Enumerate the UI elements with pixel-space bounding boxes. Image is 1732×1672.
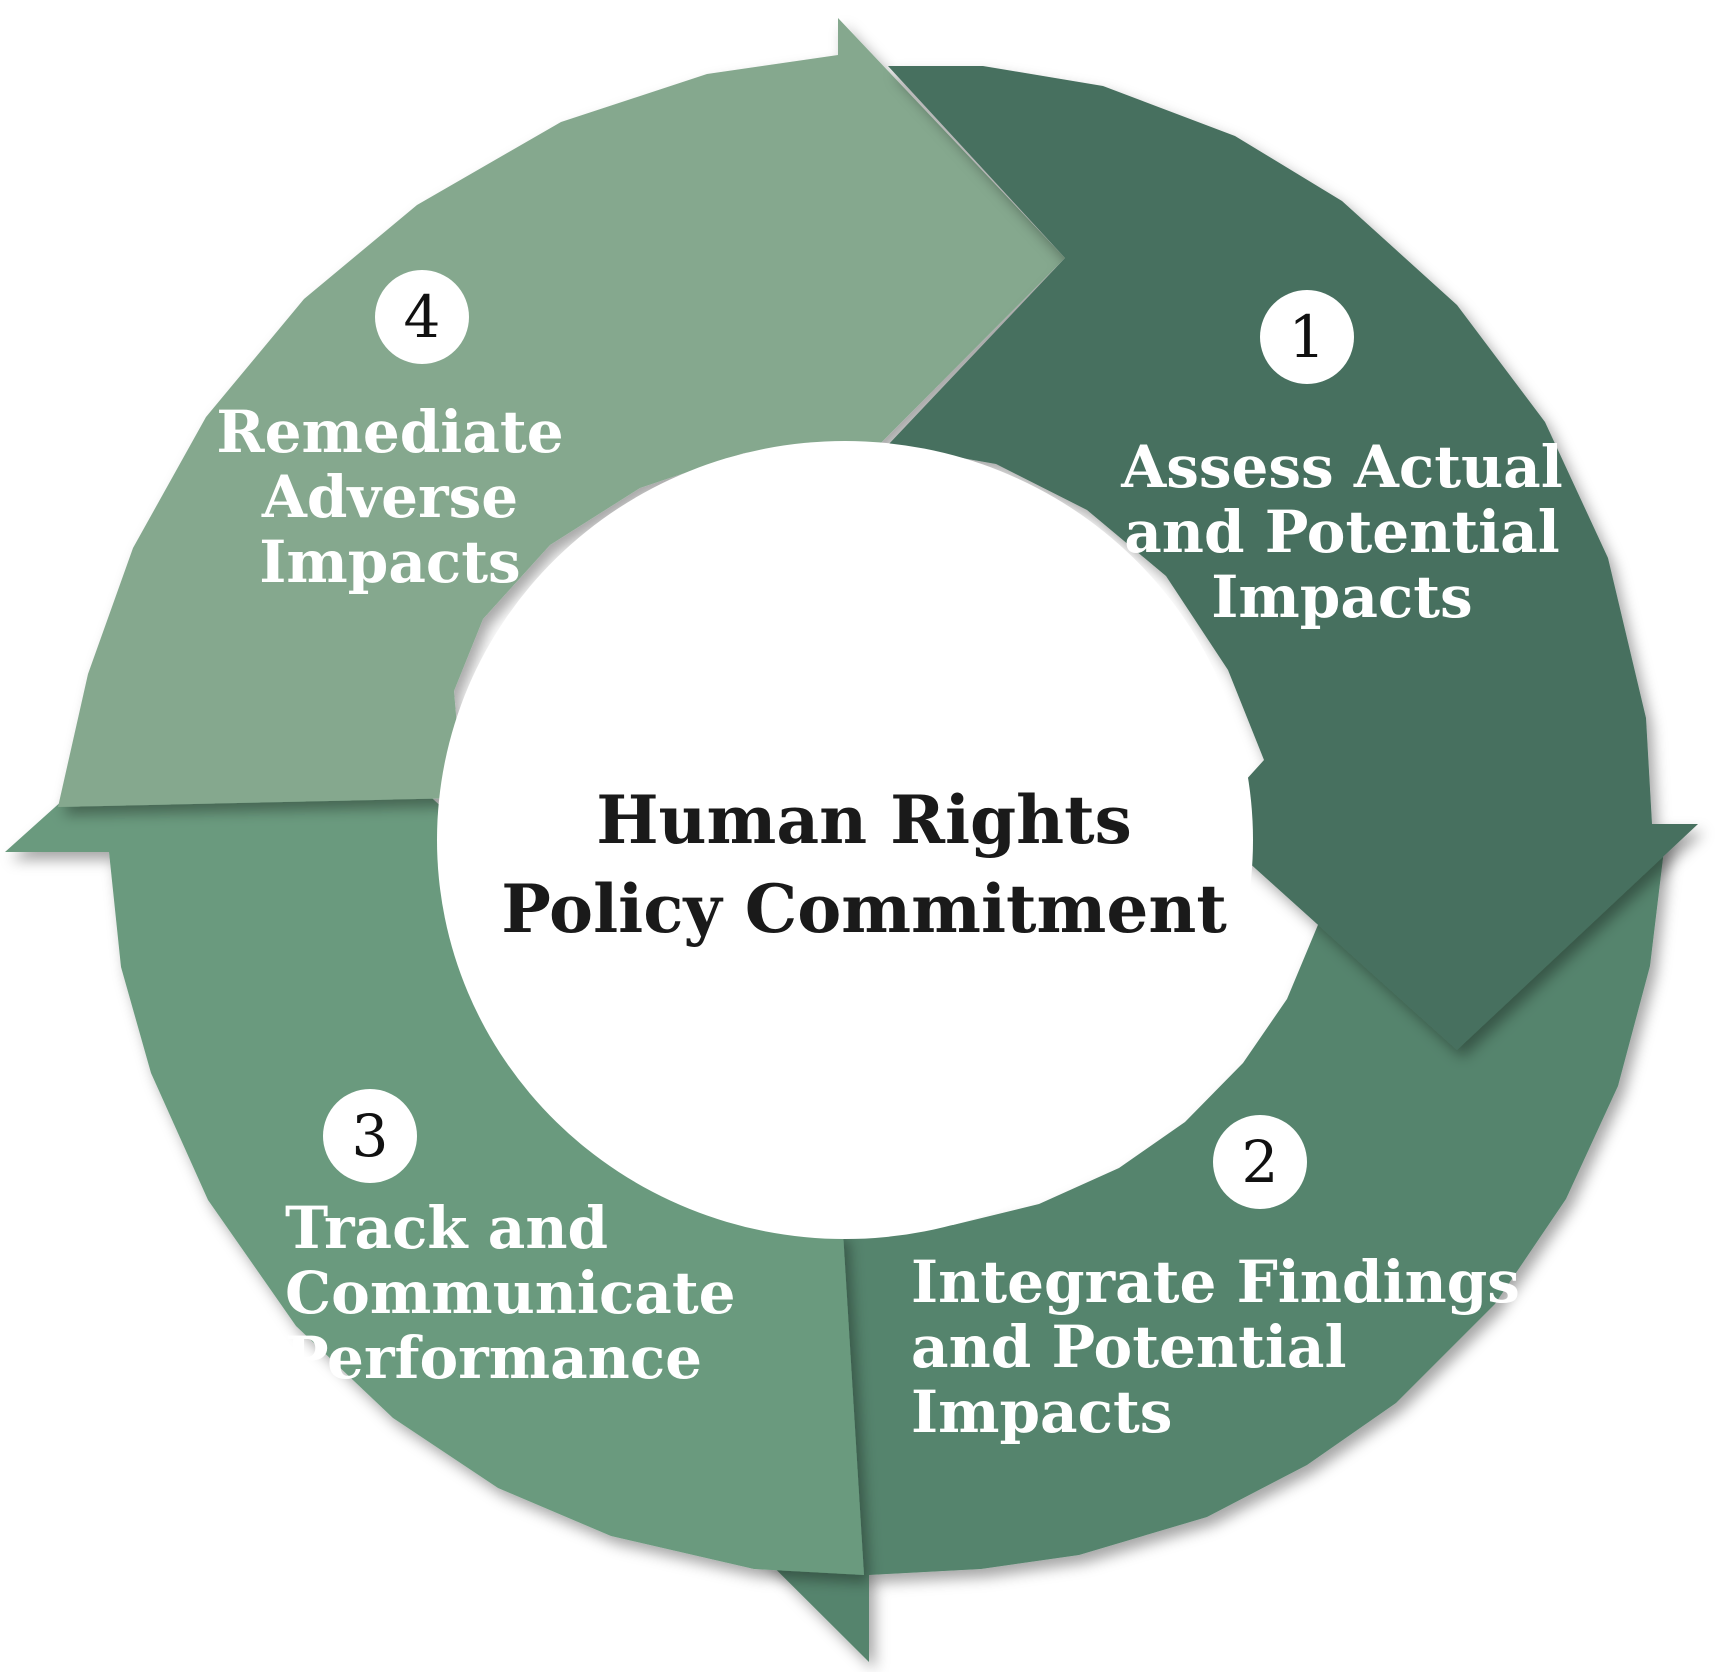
step-2-label-line2: and Potential (911, 1313, 1347, 1381)
step-4-number: 4 (404, 283, 441, 351)
step-4-label-line1: Remediate (216, 398, 563, 466)
step-2-number: 2 (1242, 1128, 1279, 1196)
step-1-label-line2: and Potential (1124, 498, 1560, 566)
step-1-label-line3: Impacts (1211, 563, 1472, 631)
segment-1-arrow (888, 66, 1698, 1050)
step-3-label-line1: Track and (285, 1194, 608, 1262)
step-1-badge (1260, 290, 1354, 384)
step-3-label-line3: Performance (285, 1324, 702, 1392)
step-2-badge (1213, 1115, 1307, 1209)
step-2-label-line1: Integrate Findings (911, 1248, 1520, 1316)
segment-4-arrow (58, 18, 1065, 807)
step-4-label-line2: Adverse (261, 463, 518, 531)
step-1-number: 1 (1289, 303, 1326, 371)
step-3-badge (323, 1089, 417, 1183)
step-4-label-line3: Impacts (259, 528, 520, 596)
step-1-label-line1: Assess Actual (1120, 433, 1563, 501)
segment-3-arrow (5, 632, 864, 1575)
step-4-badge (375, 270, 469, 364)
step-3-label-line2: Communicate (285, 1259, 736, 1327)
step-2-label-line3: Impacts (911, 1378, 1172, 1446)
center-title-line2: Policy Commitment (501, 870, 1227, 948)
center-title-line1: Human Rights (596, 781, 1132, 859)
segment-2-arrow (632, 825, 1667, 1662)
center-circle (437, 441, 1253, 1239)
step-3-number: 3 (352, 1102, 389, 1170)
